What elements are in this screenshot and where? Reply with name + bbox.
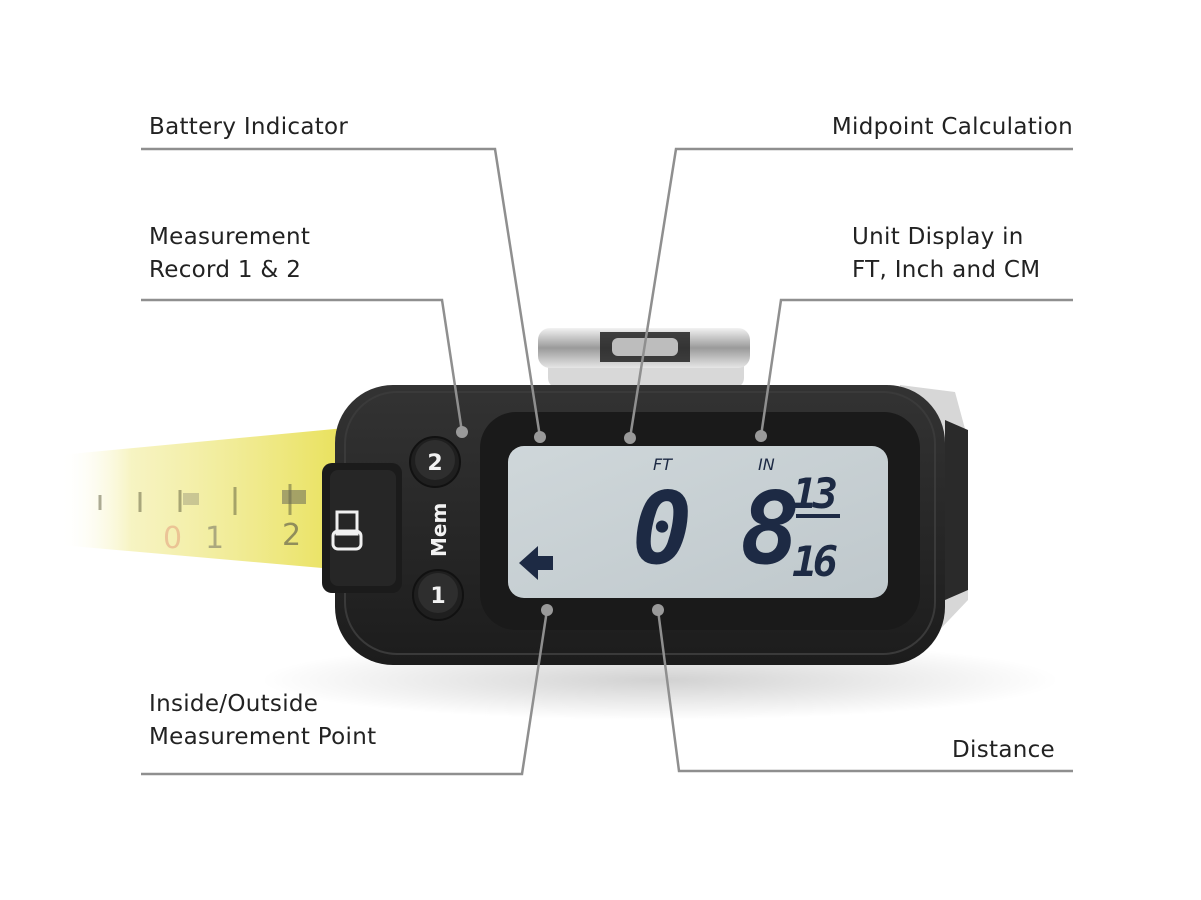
- leader-record: [141, 298, 464, 433]
- memory-2-label: 2: [427, 451, 442, 476]
- mem-label: Mem: [427, 503, 451, 557]
- callout-distance: Distance: [952, 734, 1055, 767]
- arrow-left-icon: [519, 546, 553, 580]
- feet-digit: 0: [632, 470, 692, 587]
- inch-digit: 8: [740, 470, 800, 587]
- unit-ft-label: FT: [653, 455, 673, 474]
- leader-inside: [141, 609, 549, 776]
- callout-inside-line1: Inside/Outside: [149, 691, 319, 717]
- callout-record: Measurement Record 1 & 2: [149, 221, 310, 287]
- lcd-screen: [508, 446, 888, 598]
- tape-number-0: 0: [163, 521, 182, 556]
- callout-midpoint: Midpoint Calculation: [832, 111, 1073, 144]
- callout-unit-line1: Unit Display in: [852, 224, 1024, 250]
- callout-inside-outside: Inside/Outside Measurement Point: [149, 688, 376, 754]
- leader-midpoint: [628, 147, 1073, 439]
- callout-distance-text: Distance: [952, 737, 1055, 763]
- callout-midpoint-text: Midpoint Calculation: [831, 114, 1073, 140]
- leader-dots: [456, 426, 767, 616]
- tape-number-1: 1: [205, 521, 224, 556]
- callout-record-line2: Record 1 & 2: [149, 257, 302, 283]
- lock-button[interactable]: [322, 463, 402, 593]
- fraction-denominator: 16: [792, 537, 838, 586]
- callout-unit-line2: FT, Inch and CM: [852, 257, 1041, 283]
- unit-in-label: IN: [758, 455, 775, 474]
- callout-battery-text: Battery Indicator: [149, 114, 349, 140]
- callout-record-line1: Measurement: [149, 224, 311, 250]
- memory-1-label: 1: [430, 584, 445, 609]
- leader-battery: [141, 147, 542, 438]
- memory-1-button[interactable]: 1: [412, 569, 464, 621]
- tape-number-2: 2: [282, 518, 301, 553]
- memory-2-button[interactable]: 2: [409, 436, 461, 488]
- lock-icon: [331, 510, 363, 551]
- callout-battery: Battery Indicator: [149, 111, 348, 144]
- leader-distance: [656, 609, 1073, 773]
- leader-lines: [141, 147, 1073, 776]
- belt-clip: [538, 328, 750, 388]
- callout-inside-line2: Measurement Point: [149, 724, 377, 750]
- callout-unit: Unit Display in FT, Inch and CM: [852, 221, 1040, 287]
- fraction-numerator: 13: [792, 469, 838, 518]
- tape-blade: 0 1 2: [60, 428, 345, 570]
- leader-unit: [759, 298, 1073, 437]
